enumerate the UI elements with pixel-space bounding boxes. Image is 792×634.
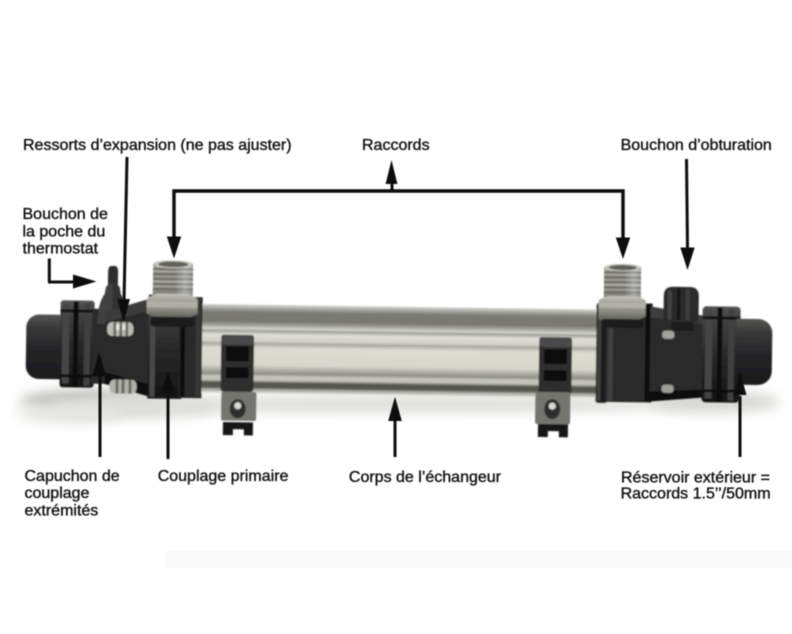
- svg-text:Bouchon de: Bouchon de: [23, 206, 109, 223]
- svg-text:extrémités: extrémités: [25, 502, 99, 519]
- svg-text:Raccords 1.5’’/50mm: Raccords 1.5’’/50mm: [621, 486, 771, 503]
- svg-text:Ressorts d’expansion (ne pas a: Ressorts d’expansion (ne pas ajuster): [23, 137, 292, 154]
- svg-text:Raccords: Raccords: [362, 137, 430, 154]
- svg-text:Couplage primaire: Couplage primaire: [158, 468, 289, 485]
- svg-text:la poche du: la poche du: [23, 223, 106, 240]
- svg-text:couplage: couplage: [25, 485, 90, 502]
- svg-text:thermostat: thermostat: [23, 241, 99, 258]
- svg-text:Corps de l’échangeur: Corps de l’échangeur: [349, 469, 502, 486]
- svg-text:Bouchon d’obturation: Bouchon d’obturation: [621, 137, 772, 154]
- svg-text:Capuchon de: Capuchon de: [25, 468, 120, 485]
- svg-text:Réservoir extérieur =: Réservoir extérieur =: [621, 470, 770, 487]
